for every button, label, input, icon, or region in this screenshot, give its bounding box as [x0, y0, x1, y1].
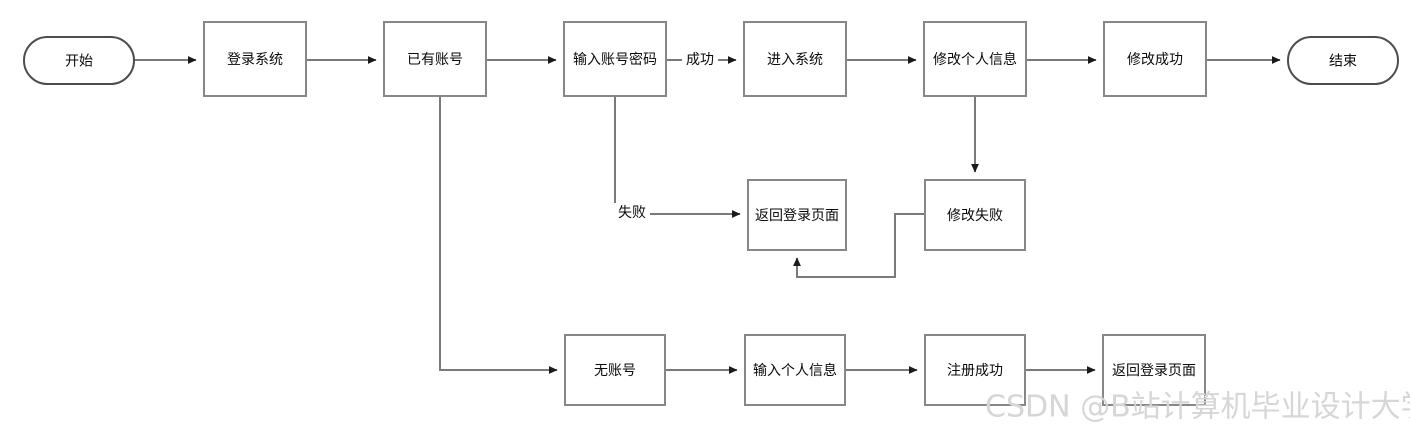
- node-no_account[interactable]: 无账号: [564, 334, 666, 406]
- node-label-login_system: 登录系统: [227, 52, 283, 68]
- node-label-enter_info: 输入个人信息: [753, 362, 837, 379]
- node-edit_profile[interactable]: 修改个人信息: [923, 21, 1027, 97]
- node-label-edit_failed: 修改失败: [947, 208, 1003, 224]
- node-label-has_account: 已有账号: [407, 52, 463, 68]
- node-label-back_login_2: 返回登录页面: [1112, 363, 1196, 379]
- node-enter_info[interactable]: 输入个人信息: [744, 334, 846, 406]
- node-shape-enter_system: [743, 21, 847, 97]
- node-label-start: 开始: [65, 54, 93, 70]
- edge-has_account-to-no_account: [439, 96, 558, 374]
- node-enter_creds[interactable]: 输入账号密码: [563, 21, 667, 97]
- edge-label-e8: 失败: [618, 205, 646, 221]
- node-shape-login_system: [203, 21, 307, 97]
- node-shape-reg_success: [924, 334, 1026, 406]
- node-enter_system[interactable]: 进入系统: [743, 21, 847, 97]
- node-shape-end: [1287, 36, 1399, 85]
- node-shape-back_login_1: [747, 179, 847, 251]
- node-shape-enter_info: [744, 334, 846, 406]
- node-edit_failed[interactable]: 修改失败: [924, 179, 1026, 251]
- node-label-no_account: 无账号: [594, 363, 636, 379]
- node-shape-has_account: [383, 21, 487, 97]
- node-shape-start: [23, 36, 135, 85]
- edge-edit_failed-to-back_login_1: [793, 213, 925, 278]
- edge-label-backdrop: [614, 203, 650, 223]
- edge-label-e4: 成功: [686, 52, 714, 68]
- node-label-enter_system: 进入系统: [767, 52, 823, 68]
- node-back_login_2[interactable]: 返回登录页面: [1102, 334, 1206, 406]
- node-shape-back_login_2: [1102, 334, 1206, 406]
- node-label-back_login_1: 返回登录页面: [755, 208, 839, 224]
- node-shape-edit_failed: [924, 179, 1026, 251]
- edge-label-backdrop: [682, 50, 718, 70]
- watermark-text: CSDN @B站计算机毕业设计大学: [985, 390, 1410, 425]
- node-label-edit_profile: 修改个人信息: [933, 51, 1017, 68]
- node-label-end: 结束: [1329, 54, 1357, 70]
- node-login_system[interactable]: 登录系统: [203, 21, 307, 97]
- node-shape-edit_profile: [923, 21, 1027, 97]
- node-reg_success[interactable]: 注册成功: [924, 334, 1026, 406]
- edge-enter_creds-to-back_login_1: [614, 96, 741, 218]
- node-label-edit_success: 修改成功: [1127, 52, 1183, 68]
- node-edit_success[interactable]: 修改成功: [1103, 21, 1207, 97]
- node-start[interactable]: 开始: [23, 36, 135, 85]
- node-shape-edit_success: [1103, 21, 1207, 97]
- node-end[interactable]: 结束: [1287, 36, 1399, 85]
- node-back_login_1[interactable]: 返回登录页面: [747, 179, 847, 251]
- node-label-enter_creds: 输入账号密码: [573, 51, 657, 68]
- node-shape-no_account: [564, 334, 666, 406]
- node-label-reg_success: 注册成功: [947, 363, 1003, 379]
- node-shape-enter_creds: [563, 21, 667, 97]
- node-has_account[interactable]: 已有账号: [383, 21, 487, 97]
